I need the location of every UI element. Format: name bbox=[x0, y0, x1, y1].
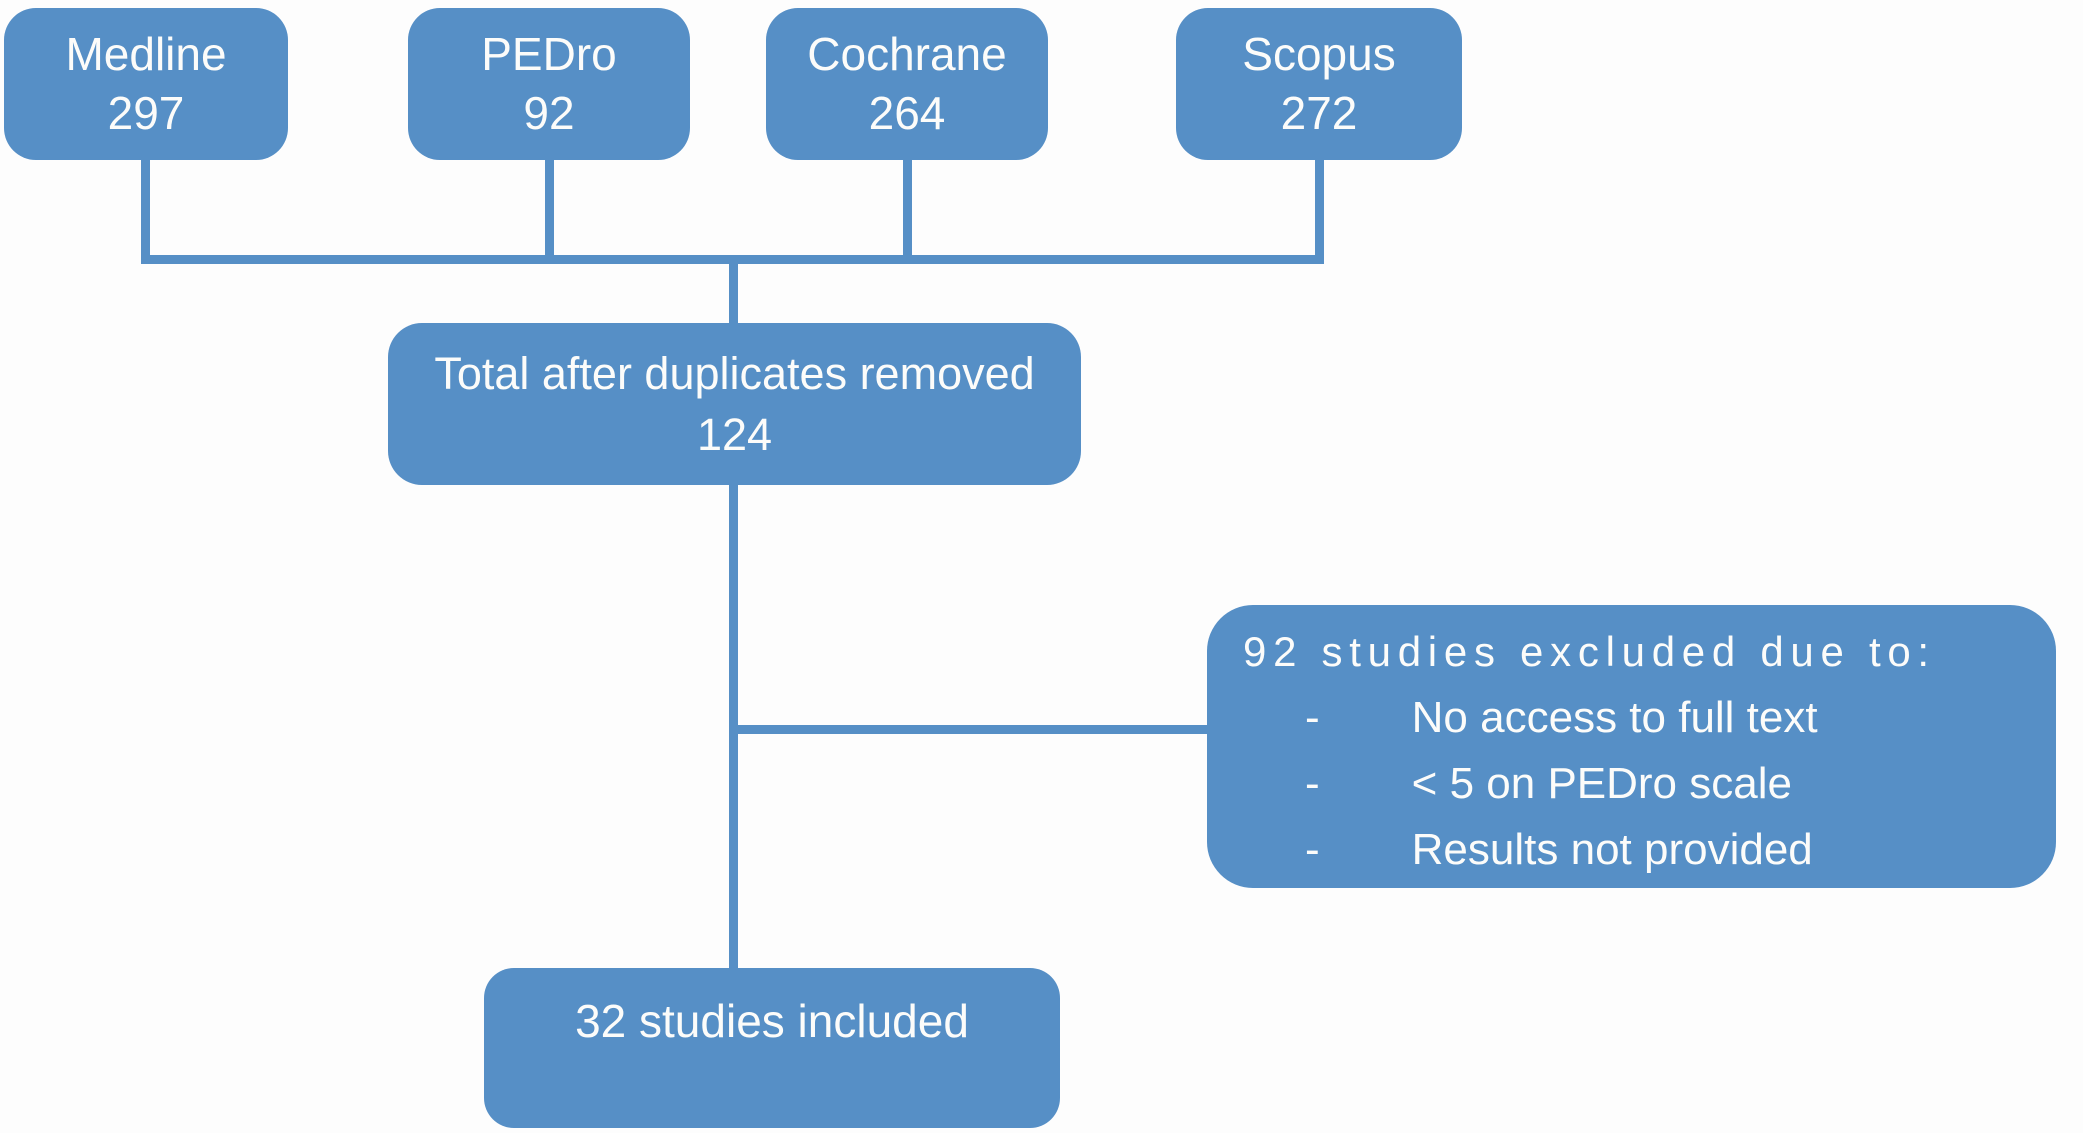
source-box-cochrane: Cochrane 264 bbox=[766, 8, 1048, 160]
source-box-scopus: Scopus 272 bbox=[1176, 8, 1462, 160]
source-name: Cochrane bbox=[807, 28, 1007, 80]
source-count: 264 bbox=[868, 87, 946, 139]
excluded-heading: 92 studies excluded due to: bbox=[1243, 628, 1936, 675]
included-label: 32 studies included bbox=[575, 995, 969, 1047]
excluded-reason-text: No access to full text bbox=[1411, 693, 1818, 742]
source-name: Medline bbox=[65, 28, 227, 80]
source-box-pedro: PEDro 92 bbox=[408, 8, 690, 160]
excluded-reason-row: - < 5 on PEDro scale bbox=[1243, 751, 1818, 817]
source-count: 297 bbox=[107, 87, 185, 139]
total-after-duplicates-box: Total after duplicates removed 124 bbox=[388, 323, 1081, 485]
bullet-dash: - bbox=[1305, 693, 1320, 742]
total-count: 124 bbox=[696, 409, 773, 460]
source-name: PEDro bbox=[481, 28, 617, 80]
connector-drop-scopus bbox=[1315, 158, 1324, 264]
excluded-reason-text: Results not provided bbox=[1411, 825, 1813, 874]
included-studies-box: 32 studies included bbox=[484, 968, 1060, 1128]
excluded-reason-row: - Results not provided bbox=[1243, 817, 1818, 883]
connector-main-vertical bbox=[729, 255, 738, 972]
source-count: 92 bbox=[523, 87, 575, 139]
excluded-studies-box: 92 studies excluded due to: - No access … bbox=[1207, 605, 2056, 888]
connector-branch-horizontal bbox=[733, 725, 1211, 734]
source-name: Scopus bbox=[1242, 28, 1396, 80]
total-label: Total after duplicates removed bbox=[434, 348, 1035, 399]
source-box-medline: Medline 297 bbox=[4, 8, 288, 160]
excluded-reason-list: - No access to full text - < 5 on PEDro … bbox=[1243, 685, 1818, 883]
bullet-dash: - bbox=[1305, 825, 1320, 874]
connector-drop-cochrane bbox=[903, 158, 912, 264]
bullet-dash: - bbox=[1305, 759, 1320, 808]
source-count: 272 bbox=[1280, 87, 1358, 139]
connector-drop-pedro bbox=[545, 158, 554, 264]
excluded-reason-row: - No access to full text bbox=[1243, 685, 1818, 751]
connector-drop-medline bbox=[141, 158, 150, 264]
excluded-reason-text: < 5 on PEDro scale bbox=[1411, 759, 1792, 808]
